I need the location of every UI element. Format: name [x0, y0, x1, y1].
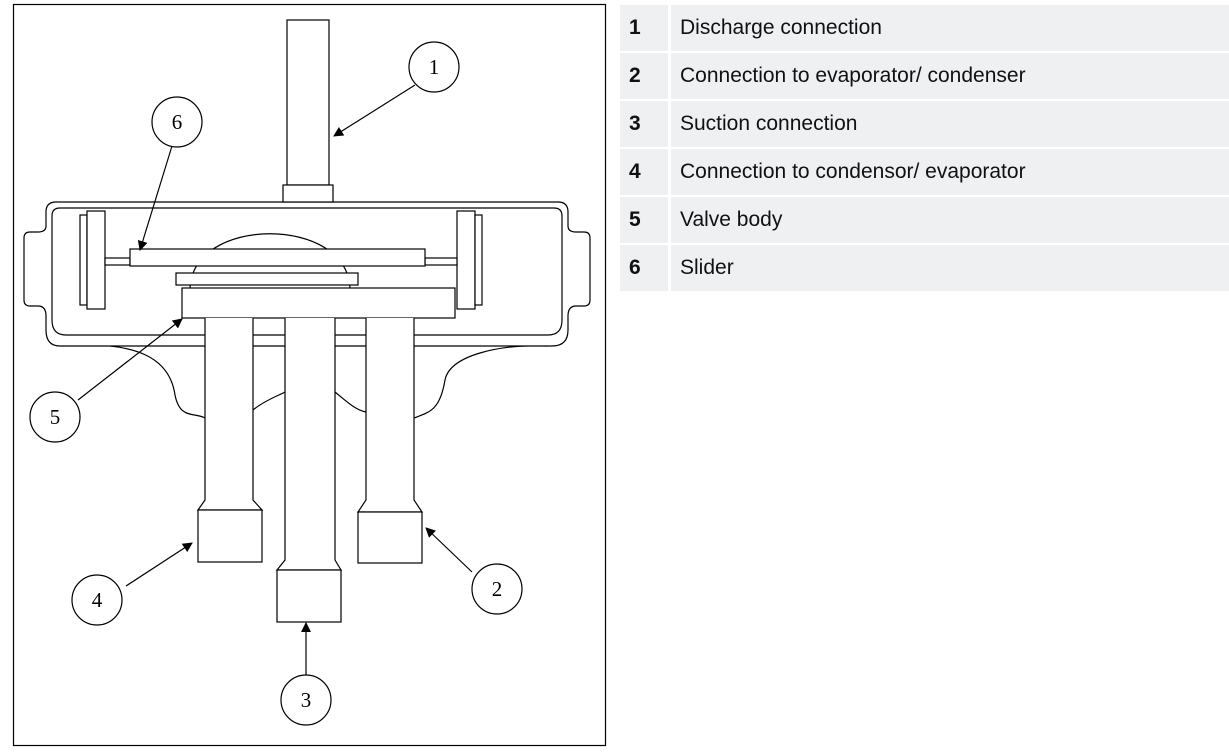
left-end-cap-outer — [79, 214, 88, 306]
callout-5-arrow — [77, 318, 183, 401]
callout-2-arrow — [425, 527, 473, 573]
callout-1-label: 1 — [429, 55, 440, 79]
valve-diagram: 1 2 3 4 5 6 — [12, 3, 607, 747]
callout-6-arrow — [137, 145, 173, 251]
legend-label: Connection to condensor/ evaporator — [671, 149, 1229, 195]
discharge-pipe — [286, 19, 330, 186]
legend-number: 6 — [620, 245, 668, 291]
left-end-cap — [86, 210, 106, 310]
callout-5 — [29, 391, 81, 443]
discharge-fitting — [282, 184, 334, 203]
right-end-cap-outer — [474, 214, 483, 306]
valve-body — [181, 287, 456, 319]
right-end-cap — [456, 210, 476, 310]
legend-label: Slider — [671, 245, 1229, 291]
right-rod — [424, 257, 458, 266]
right-fitting — [357, 511, 423, 564]
middle-pipe — [275, 318, 343, 571]
callout-3-label: 3 — [301, 688, 312, 712]
legend-number: 3 — [620, 101, 668, 147]
callout-3 — [280, 674, 332, 726]
callout-5-label: 5 — [50, 405, 61, 429]
housing-inner — [51, 207, 563, 336]
callout-4-label: 4 — [92, 588, 103, 612]
callout-1 — [408, 41, 460, 93]
legend-number: 4 — [620, 149, 668, 195]
legend-number: 1 — [620, 5, 668, 51]
left-fitting — [197, 509, 263, 563]
legend-label: Valve body — [671, 197, 1229, 243]
callout-6-label: 6 — [172, 110, 183, 134]
callout-1-arrow — [333, 84, 416, 137]
callout-6 — [151, 96, 203, 148]
callout-4-arrow — [125, 542, 193, 587]
legend-number: 2 — [620, 53, 668, 99]
slider — [129, 248, 426, 267]
legend-label: Discharge connection — [671, 5, 1229, 51]
housing-lower — [61, 344, 549, 419]
callout-4 — [71, 574, 123, 626]
legend-number: 5 — [620, 197, 668, 243]
slider-plate — [175, 272, 359, 286]
left-pipe — [196, 318, 264, 511]
left-rod — [104, 257, 131, 266]
legend-label: Connection to evaporator/ condenser — [671, 53, 1229, 99]
callout-2-label: 2 — [492, 577, 503, 601]
legend-label: Suction connection — [671, 101, 1229, 147]
right-pipe — [356, 318, 424, 513]
suction-fitting — [276, 569, 342, 623]
callout-2 — [471, 563, 523, 615]
